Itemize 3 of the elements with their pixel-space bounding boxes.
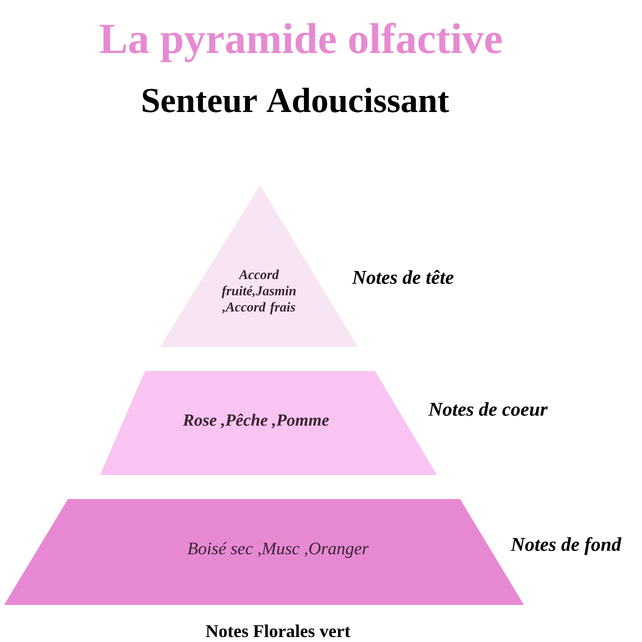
caption: Notes Florales vert — [206, 624, 350, 638]
title: La pyramide olfactive — [100, 22, 502, 62]
subtitle: Senteur Adoucissant — [142, 88, 449, 112]
